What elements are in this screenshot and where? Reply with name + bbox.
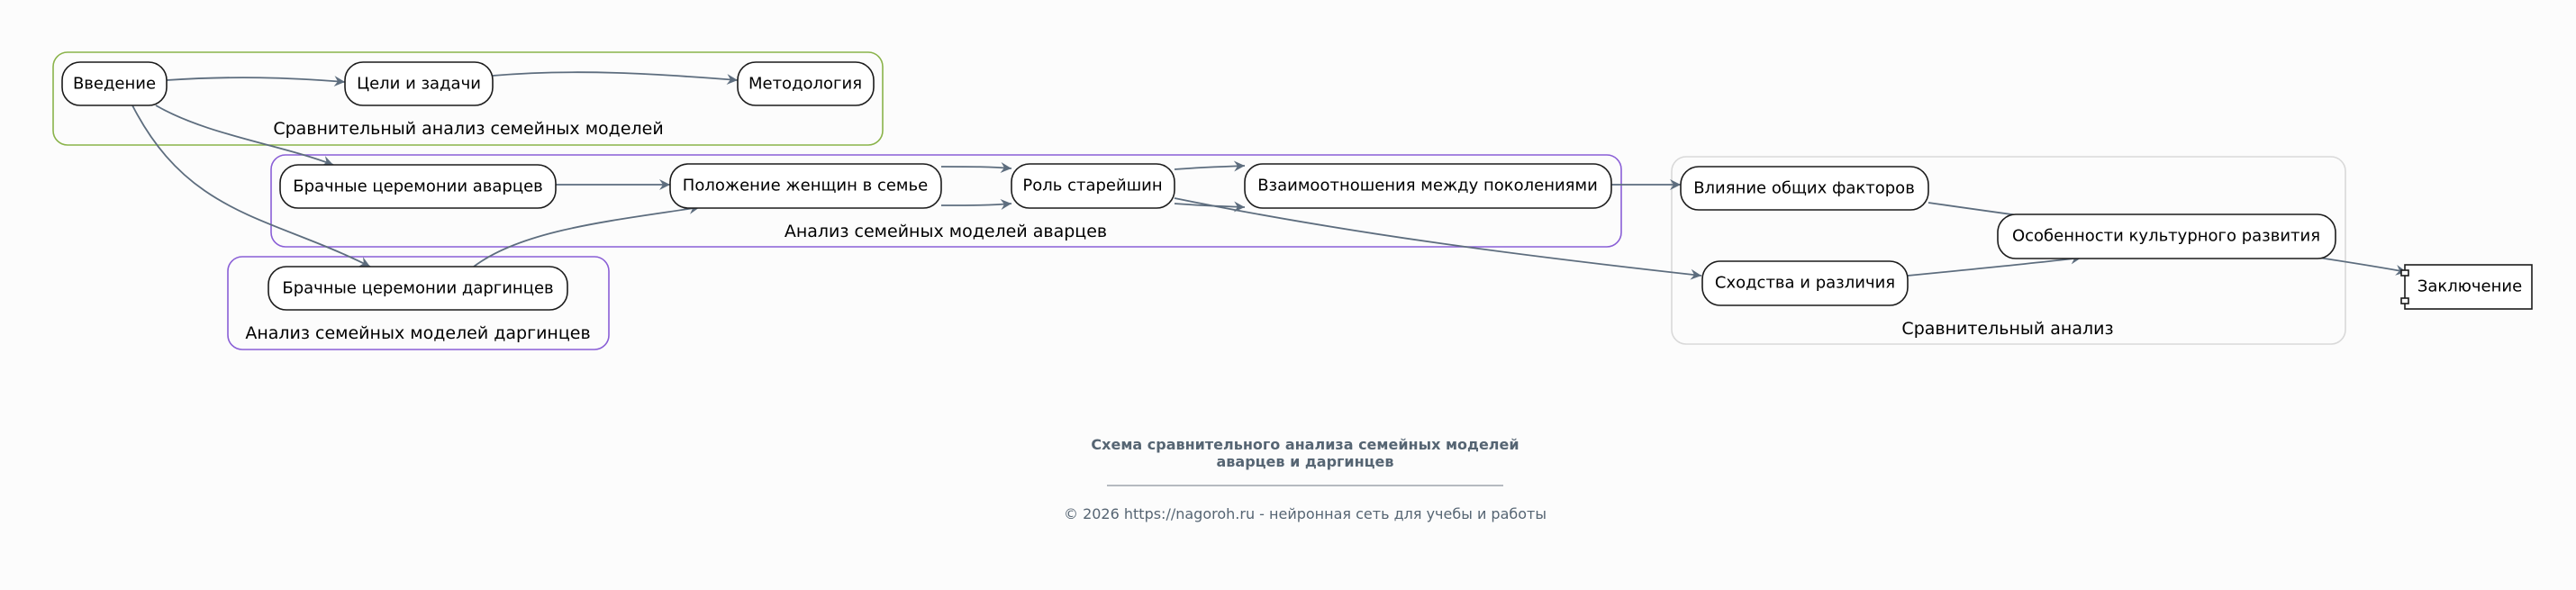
cluster-compare-label: Сравнительный анализ	[1901, 319, 2113, 339]
component-port-icon	[2400, 297, 2409, 304]
node-factors-label: Влияние общих факторов	[1693, 179, 1915, 198]
node-women[interactable]: Положение женщин в семье	[669, 163, 942, 209]
node-conclusion[interactable]: Заключение	[2400, 264, 2533, 310]
cluster-avar-label: Анализ семейных моделей аварцев	[785, 222, 1107, 241]
edge-elders-generations-1	[1174, 160, 1246, 172]
component-port-icon	[2400, 269, 2409, 277]
node-elders[interactable]: Роль старейшин	[1011, 163, 1175, 209]
edge-intro-goals	[166, 76, 346, 87]
node-generations-label: Взаимоотношения между поколениями	[1257, 177, 1598, 195]
edge-similar-culture	[1907, 253, 2082, 277]
cluster-general-label: Сравнительный анализ семейных моделей	[273, 119, 663, 139]
node-women-label: Положение женщин в семье	[683, 177, 928, 195]
node-similar-label: Сходства и различия	[1715, 274, 1895, 293]
edge-elders-similar	[1174, 197, 1702, 280]
node-dargin-wedding-label: Брачные церемонии даргинцев	[282, 279, 553, 298]
node-similar[interactable]: Сходства и различия	[1701, 260, 1909, 306]
node-dargin-wedding[interactable]: Брачные церемонии даргинцев	[268, 266, 568, 311]
edge-intro-avar-wedding	[155, 104, 334, 167]
cluster-dargin-label: Анализ семейных моделей даргинцев	[245, 323, 590, 343]
node-goals[interactable]: Цели и задачи	[344, 61, 494, 106]
edge-intro-dargin-wedding	[132, 104, 371, 268]
node-intro[interactable]: Введение	[61, 61, 168, 106]
node-avar-wedding[interactable]: Брачные церемонии аварцев	[279, 164, 557, 209]
node-generations[interactable]: Взаимоотношения между поколениями	[1244, 163, 1612, 209]
node-intro-label: Введение	[73, 75, 156, 94]
edge-dargin-wedding-women	[473, 203, 701, 268]
node-avar-wedding-label: Брачные церемонии аварцев	[293, 177, 543, 196]
node-culture[interactable]: Особенности культурного развития	[1997, 213, 2336, 259]
node-method-label: Методология	[748, 75, 862, 94]
diagram-title-line2: аварцев и даргинцев	[1217, 453, 1394, 470]
cluster-general: Сравнительный анализ семейных моделей	[52, 51, 884, 146]
cluster-compare: Сравнительный анализ	[1671, 156, 2346, 345]
cluster-dargin: Анализ семейных моделей даргинцев	[227, 256, 610, 350]
node-culture-label: Особенности культурного развития	[2012, 227, 2320, 246]
node-conclusion-label: Заключение	[2417, 277, 2522, 296]
diagram-title-line1: Схема сравнительного анализа семейных мо…	[1091, 436, 1519, 453]
edge-women-elders-1	[940, 161, 1012, 173]
cluster-avar: Анализ семейных моделей аварцев	[270, 154, 1622, 248]
edge-women-elders-2	[940, 199, 1012, 211]
node-goals-label: Цели и задачи	[357, 75, 481, 94]
footer-copyright: © 2026 https://nagoroh.ru - нейронная се…	[1064, 505, 1547, 522]
node-method[interactable]: Методология	[737, 61, 875, 106]
node-factors[interactable]: Влияние общих факторов	[1680, 166, 1929, 211]
node-elders-label: Роль старейшин	[1022, 177, 1162, 195]
edge-goals-method	[492, 71, 739, 86]
